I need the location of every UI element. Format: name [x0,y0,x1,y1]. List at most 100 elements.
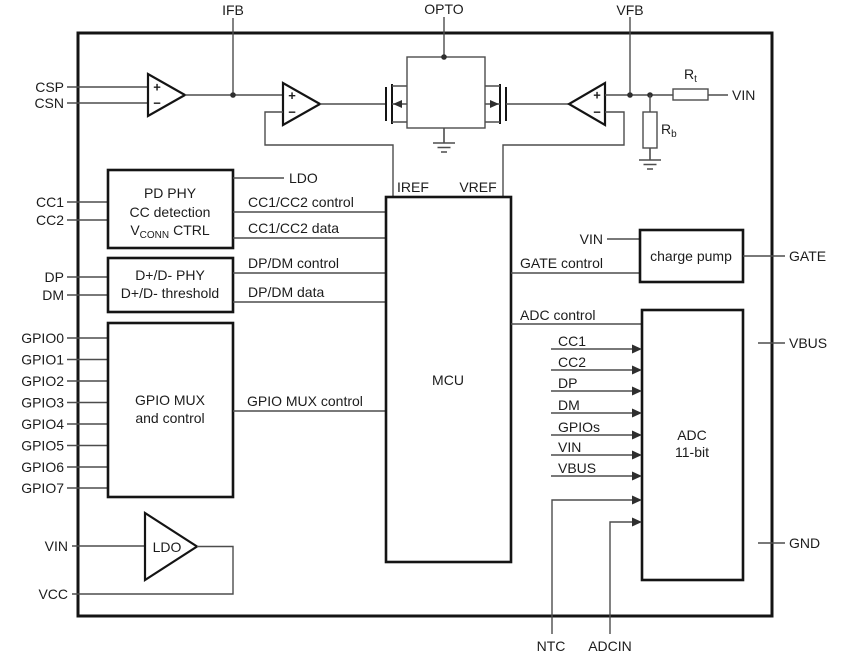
mosfet-right [485,84,507,124]
adc-box [640,308,745,582]
mosfet-right-arrow [490,100,499,108]
gpio-mux-block: GPIO0 GPIO1 GPIO2 GPIO3 GPIO4 GPIO5 GPIO… [21,321,386,499]
pd-phy-box [106,168,235,250]
chip-boundary [76,31,774,618]
resistor-rb [642,111,658,149]
vin-charge-pump-label: VIN [580,231,603,247]
pin-label-vbus: VBUS [789,335,827,351]
pin-label-gate: GATE [789,248,826,264]
resistor-rt-label: Rt [684,66,697,85]
pin-label-cc1: CC1 [36,194,64,210]
usb-phy-line2: D+/D- threshold [121,285,219,301]
mcu-box [384,195,513,564]
pin-label-gpio6: GPIO6 [21,459,64,475]
dpdm-data-label: DP/DM data [248,284,324,300]
adc-control-label: ADC control [520,307,595,323]
ldo-output-wire [72,545,234,595]
error-amplifier-left: + − [264,81,394,197]
pin-label-gpio1: GPIO1 [21,352,64,368]
adc-line1: ADC [677,427,707,443]
charge-pump-block: VIN GATE control charge pump GATE [511,228,826,284]
pin-label-cc2: CC2 [36,212,64,228]
usb-phy-block: DP DM D+/D- PHY D+/D- threshold DP/DM co… [42,255,386,314]
ifb-junction-dot [230,92,236,98]
gpio-pin-wires [67,337,108,489]
adc-input-cc1: CC1 [558,333,586,349]
pin-label-gpio0: GPIO0 [21,330,64,346]
adc-input-gpios: GPIOs [558,419,600,435]
pin-label-dp: DP [45,269,64,285]
pin-label-csn: CSN [34,95,64,111]
gate-control-label: GATE control [520,255,603,271]
dpdm-control-label: DP/DM control [248,255,339,271]
gpio-mux-line1: GPIO MUX [135,392,206,408]
vfb-junction-dot [627,92,633,98]
gpio-mux-line2: and control [135,410,204,426]
adc-input-vbus: VBUS [558,460,596,476]
mosfet-left [385,84,407,124]
pin-label-vin-top: VIN [732,87,755,103]
pin-label-gpio3: GPIO3 [21,395,64,411]
pin-label-gpio7: GPIO7 [21,480,64,496]
iref-feedback-wire [264,111,394,197]
charge-pump-label: charge pump [650,248,732,264]
cc12-control-label: CC1/CC2 control [248,194,354,210]
top-pins: IFB OPTO VFB [222,1,644,95]
adc-line2: 11-bit [675,444,709,460]
opamp3-plus: + [593,88,601,103]
ldo-regulator: VIN LDO VCC [38,510,234,602]
mcu-label: MCU [432,372,464,388]
pin-label-ntc: NTC [537,638,566,654]
pin-label-adcin: ADCIN [588,638,632,654]
vref-label: VREF [459,179,496,195]
vref-feedback-wire [502,111,625,197]
gpio-mux-box [106,321,235,499]
mcu-block: MCU IREF VREF [384,179,513,564]
adcin-wire [609,521,633,634]
right-pins: VBUS GND [758,335,827,551]
opamp3-symbol [566,81,607,127]
charge-pump-box [638,228,745,284]
pin-label-csp: CSP [35,79,64,95]
opamp2-plus: + [288,88,296,103]
pin-label-vfb: VFB [616,2,643,18]
cc12-data-label: CC1/CC2 data [248,220,339,236]
pin-label-gpio2: GPIO2 [21,373,64,389]
ground-symbol-rb [639,148,661,170]
adc-input-dm: DM [558,397,580,413]
pin-label-gpio5: GPIO5 [21,438,64,454]
pd-phy-line1: PD PHY [144,185,197,201]
cc-pin-wires [67,201,108,221]
pin-label-vin-ldo: VIN [45,538,68,554]
adc-input-arrows: CC1 CC2 DP DM GPIOs VIN VBUS [551,333,642,481]
mosfet-left-arrow [393,100,402,108]
opamp3-minus: − [593,105,601,120]
mosfet-pair [385,54,569,153]
voltage-feedback-amplifier: + − Rt VIN Rb [502,66,755,197]
usb-phy-line1: D+/D- PHY [135,267,205,283]
pin-label-opto: OPTO [424,1,464,17]
opamp1-symbol [146,72,188,118]
adc-input-dp: DP [558,375,577,391]
ntc-adcin-wires: NTC ADCIN [537,495,642,654]
ldo-regulator-label: LDO [153,539,182,555]
resistor-rb-label: Rb [661,121,677,140]
opamp1-plus: + [153,80,161,95]
ldo-signal-label: LDO [289,170,318,186]
iref-label: IREF [397,179,429,195]
adc-input-vin: VIN [558,439,581,455]
ldo-triangle-symbol [143,510,200,583]
mosfet-wiring-box [406,56,486,129]
opamp2-symbol [281,81,323,127]
pd-phy-line2: CC detection [130,204,211,220]
gpio-mux-control-label: GPIO MUX control [247,393,363,409]
resistor-rt [672,88,709,101]
opamp2-minus: − [288,105,296,120]
usb-phy-box [106,256,235,314]
pin-label-vcc: VCC [38,586,68,602]
pin-label-gnd: GND [789,535,820,551]
